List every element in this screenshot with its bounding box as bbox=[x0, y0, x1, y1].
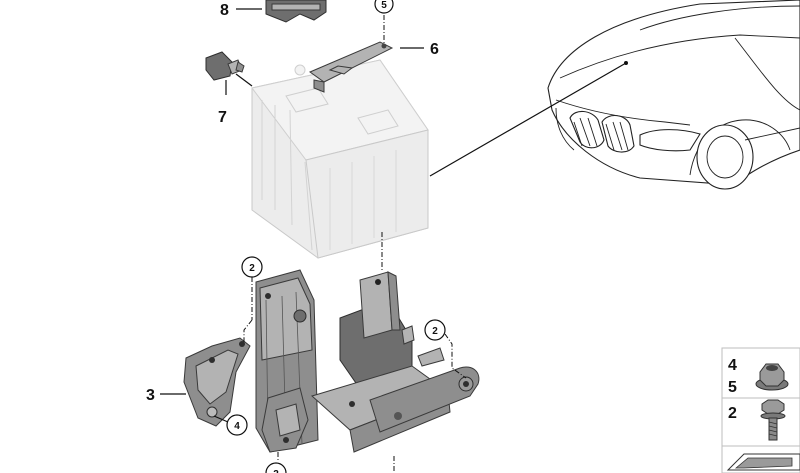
hex-bolt-icon bbox=[760, 399, 786, 441]
legend-number-5: 5 bbox=[728, 379, 737, 396]
legend-row-bolt bbox=[721, 397, 800, 447]
callout-4: 4 bbox=[234, 421, 240, 432]
callout-5-circle bbox=[374, 0, 394, 14]
callout-2b-circle bbox=[424, 319, 446, 341]
callout-2c: 2 bbox=[273, 469, 279, 473]
part-3-bracket bbox=[183, 337, 251, 427]
vehicle-outline bbox=[547, 0, 800, 190]
callout-3: 3 bbox=[146, 387, 155, 404]
part-6-strap bbox=[308, 41, 394, 93]
callout-2a: 2 bbox=[249, 263, 255, 274]
battery-tray bbox=[255, 269, 480, 453]
callout-4-circle bbox=[226, 414, 248, 436]
battery bbox=[251, 59, 429, 259]
part-8-cover bbox=[265, 0, 327, 23]
leader-4 bbox=[213, 415, 229, 423]
parallelogram-marker-icon bbox=[726, 453, 800, 471]
legend-number-4: 4 bbox=[728, 357, 737, 374]
callout-2c-circle bbox=[265, 462, 287, 473]
hex-flange-nut-icon bbox=[755, 363, 789, 391]
fastener-legend: 4 5 2 bbox=[721, 347, 800, 473]
callout-5: 5 bbox=[381, 0, 387, 11]
part-7-plug bbox=[205, 51, 245, 81]
callout-7: 7 bbox=[218, 109, 227, 126]
leader-7b bbox=[235, 73, 253, 87]
callout-6: 6 bbox=[430, 41, 439, 58]
callout-8: 8 bbox=[220, 2, 229, 19]
leader-car-battery bbox=[429, 62, 627, 177]
dash-2a2 bbox=[243, 319, 253, 342]
dash-2b bbox=[444, 333, 467, 379]
callout-2b: 2 bbox=[432, 326, 438, 337]
legend-number-2: 2 bbox=[728, 405, 737, 422]
